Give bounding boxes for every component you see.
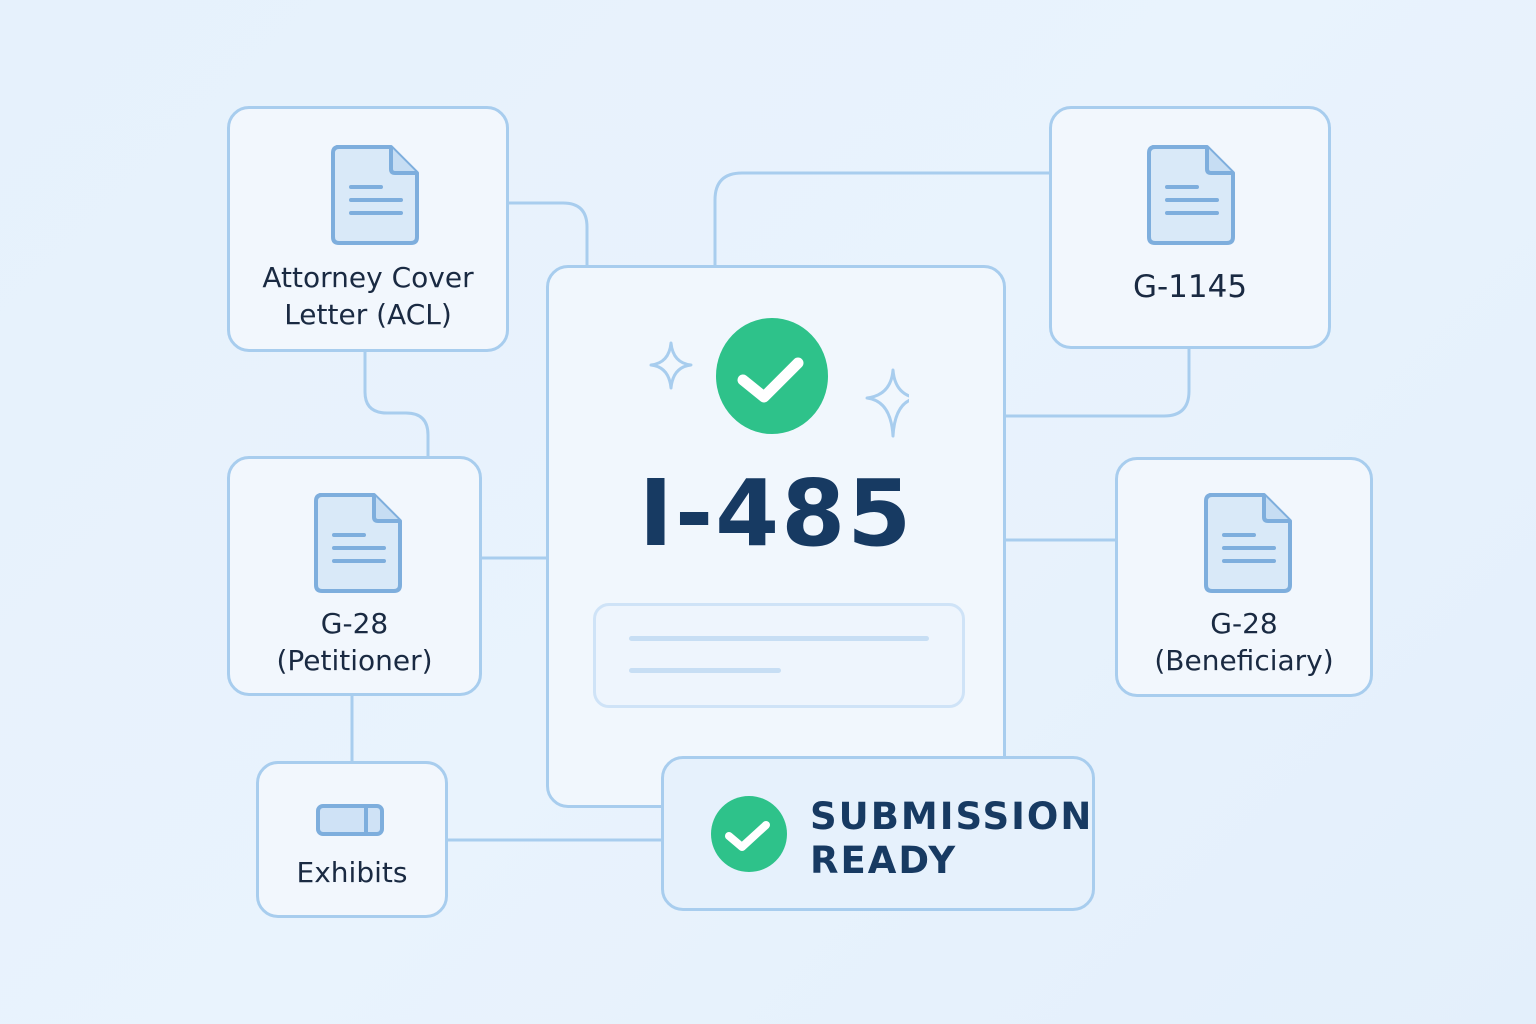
node-label: G-1145 bbox=[1132, 269, 1248, 305]
check-circle-icon bbox=[716, 318, 828, 434]
connector-acl-g28p bbox=[363, 351, 430, 456]
node-label: Letter (ACL) bbox=[284, 298, 452, 331]
node-label: G-28 bbox=[320, 607, 389, 640]
folder-tab-icon bbox=[316, 804, 384, 836]
node-label: G-28 bbox=[1210, 607, 1278, 640]
node-label: (Petitioner) bbox=[276, 644, 433, 677]
connector-g1145-main-right bbox=[1005, 348, 1191, 418]
document-icon bbox=[1147, 145, 1235, 245]
document-icon bbox=[1204, 493, 1292, 593]
connector-g1145-main bbox=[713, 171, 1049, 265]
node-g-28-beneficiary[interactable]: G-28 (Beneficiary) bbox=[1115, 457, 1373, 697]
node-g-1145[interactable]: G-1145 bbox=[1049, 106, 1331, 349]
sparkles-and-check bbox=[649, 341, 909, 438]
form-title: I-485 bbox=[638, 460, 914, 567]
status-line-2: READY bbox=[810, 839, 958, 882]
node-attorney-cover-letter[interactable]: Attorney Cover Letter (ACL) bbox=[227, 106, 509, 352]
status-text: SUBMISSION READY bbox=[810, 795, 1093, 883]
placeholder-line bbox=[629, 636, 929, 641]
document-icon bbox=[331, 145, 419, 245]
form-details-placeholder bbox=[593, 603, 965, 708]
submission-ready-badge: SUBMISSION READY bbox=[661, 756, 1095, 911]
check-circle-icon bbox=[711, 796, 787, 872]
sparkle-icon bbox=[649, 341, 909, 438]
document-icon bbox=[314, 493, 402, 593]
node-exhibits[interactable]: Exhibits bbox=[256, 761, 448, 918]
node-label: Attorney Cover bbox=[262, 261, 474, 294]
connector-acl-main bbox=[508, 201, 589, 265]
node-label: Exhibits bbox=[296, 856, 408, 889]
status-line-1: SUBMISSION bbox=[810, 795, 1094, 838]
main-form-card-i-485[interactable]: I-485 bbox=[546, 265, 1006, 808]
placeholder-line bbox=[629, 668, 781, 673]
node-label: (Beneficiary) bbox=[1154, 644, 1334, 677]
node-g-28-petitioner[interactable]: G-28 (Petitioner) bbox=[227, 456, 482, 696]
